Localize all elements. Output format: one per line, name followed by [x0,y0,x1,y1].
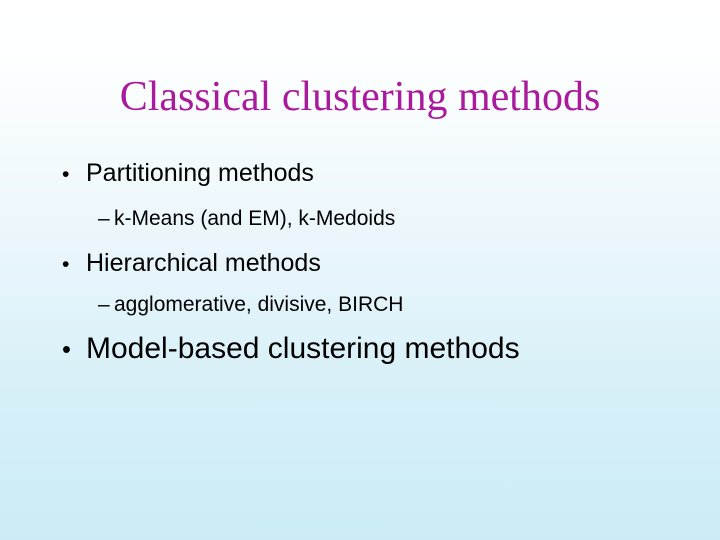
bullet-item-model-based-clustering-methods: • Model-based clustering methods [62,332,520,367]
bullet-marker: • [62,162,70,186]
bullet-text: Partitioning methods [86,159,314,187]
dash-marker: – [98,293,110,316]
sub-bullet-text: k-Means (and EM), k-Medoids [114,207,396,230]
slide-title: Classical clustering methods [119,74,601,120]
bullet-marker: • [62,252,70,276]
bullet-item-partitioning-methods: • Partitioning methods [62,159,314,188]
bullet-text: Hierarchical methods [86,249,321,277]
bullet-item-hierarchical-methods: • Hierarchical methods [62,249,321,278]
sub-bullet-item-k-means: – k-Means (and EM), k-Medoids [98,207,395,231]
dash-marker: – [98,207,110,230]
sub-bullet-text: agglomerative, divisive, BIRCH [114,293,404,316]
bullet-text: Model-based clustering methods [86,332,520,365]
bullet-marker: • [62,336,71,364]
sub-bullet-item-agglomerative: – agglomerative, divisive, BIRCH [98,293,403,317]
